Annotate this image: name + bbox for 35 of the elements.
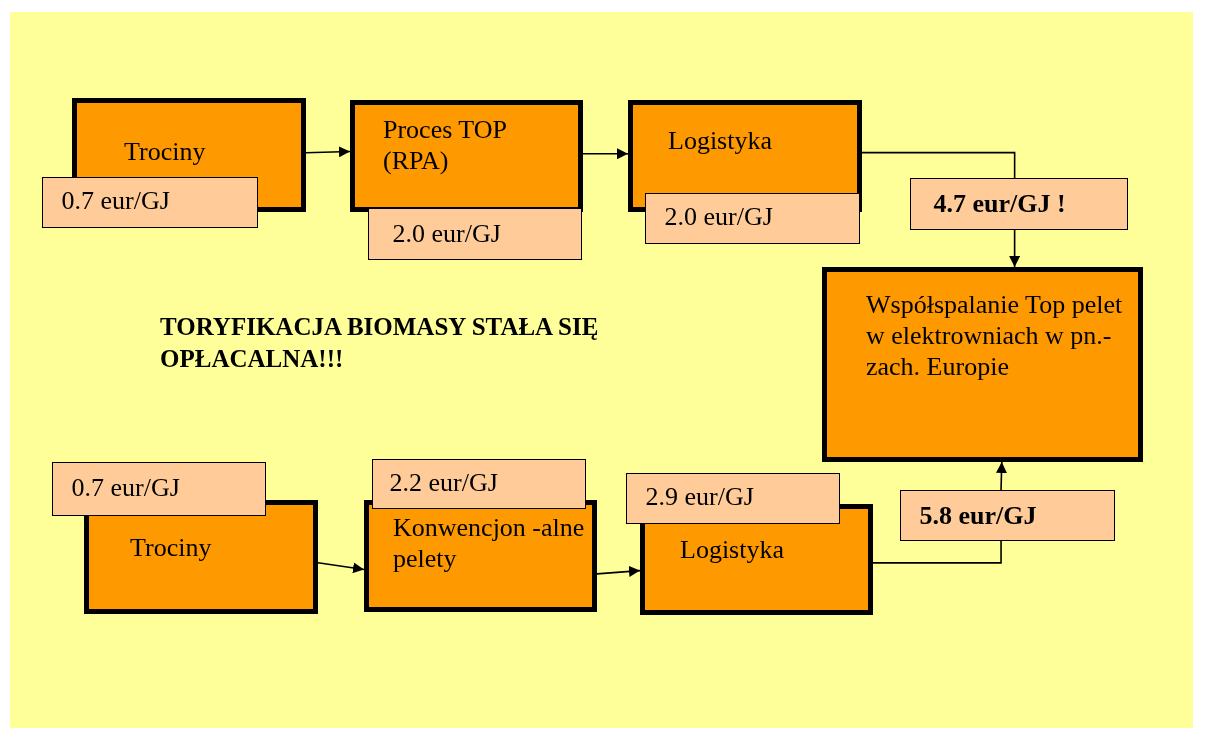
step-name: Proces TOP (RPA) <box>383 114 508 176</box>
cost-box <box>368 208 582 260</box>
cost-value: 2.2 eur/GJ <box>389 466 499 498</box>
step-name: Trociny <box>124 136 207 167</box>
arrow <box>596 565 641 577</box>
cost-box <box>372 459 586 509</box>
step-name: Konwencjon -alne pelety <box>393 512 586 574</box>
process-box <box>822 267 1143 462</box>
cost-box <box>626 473 840 524</box>
arrow <box>1009 229 1021 268</box>
cost-value: 0.7 eur/GJ <box>71 471 181 503</box>
cost-box <box>910 178 1128 230</box>
step-name: Trociny <box>130 532 213 563</box>
connector-line <box>861 151 1016 179</box>
cost-value: 2.9 eur/GJ <box>645 480 755 512</box>
step-name: Logistyka <box>668 125 773 156</box>
arrow <box>582 148 629 160</box>
arrow <box>305 146 351 158</box>
cost-box <box>52 462 266 516</box>
cost-value: 4.7 eur/GJ ! <box>933 187 1067 219</box>
step-name: Współspalanie Top pelet w elektrowniach w pn.-zach. Europie <box>866 289 1124 382</box>
cost-box <box>645 193 860 244</box>
process-box <box>364 500 597 612</box>
arrow <box>996 461 1007 491</box>
process-box <box>350 100 583 212</box>
cost-value: 5.8 eur/GJ <box>919 499 1038 531</box>
cost-value: 2.0 eur/GJ <box>392 217 502 249</box>
headline-note: TORYFIKACJA BIOMASY STAŁA SIĘ OPŁACALNA!!! <box>160 312 600 374</box>
step-name: Logistyka <box>680 534 785 565</box>
arrow <box>317 561 365 574</box>
cost-box <box>42 177 258 228</box>
cost-value: 2.0 eur/GJ <box>664 200 774 232</box>
cost-value: 0.7 eur/GJ <box>61 184 171 216</box>
cost-box <box>900 490 1115 541</box>
connector-line <box>872 540 1002 564</box>
